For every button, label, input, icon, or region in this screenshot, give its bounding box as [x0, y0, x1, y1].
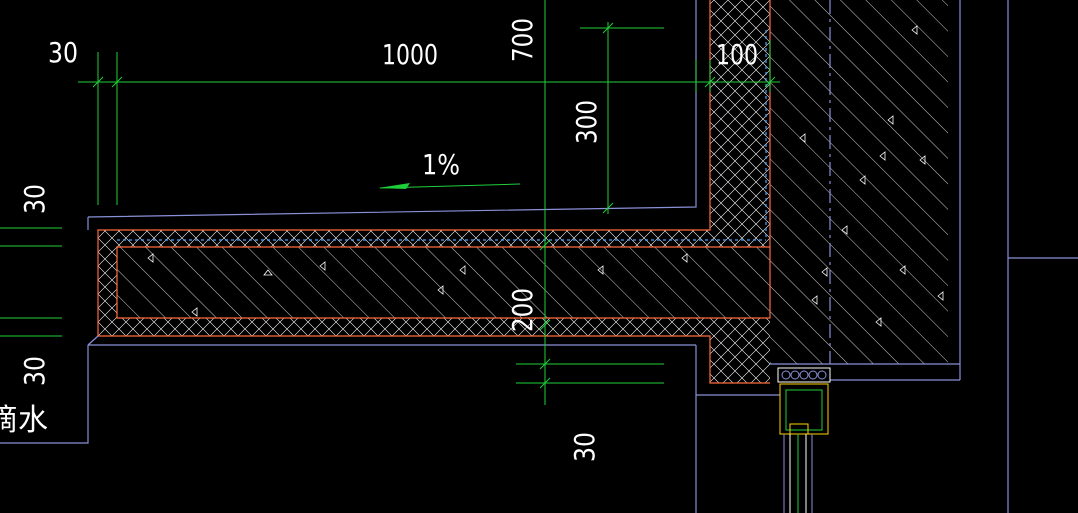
dim-100: 100	[716, 38, 758, 71]
dim-700: 700	[506, 18, 539, 62]
cut-label: 滴水	[0, 403, 48, 438]
dimension-lines	[0, 0, 780, 405]
concrete-hatch	[117, 0, 948, 364]
slope-arrow	[378, 183, 410, 189]
window-frame-detail	[777, 367, 831, 513]
dim-30-top-left: 30	[48, 36, 78, 69]
dim-30-bottom: 30	[568, 432, 601, 462]
dim-30-left-a: 30	[18, 184, 51, 214]
dim-200: 200	[506, 288, 539, 332]
dim-30-left-b: 30	[18, 356, 51, 386]
slope-label: 1%	[422, 148, 460, 181]
dim-300: 300	[570, 100, 603, 144]
aggregate-marks	[147, 25, 944, 327]
dim-1000: 1000	[382, 38, 438, 71]
